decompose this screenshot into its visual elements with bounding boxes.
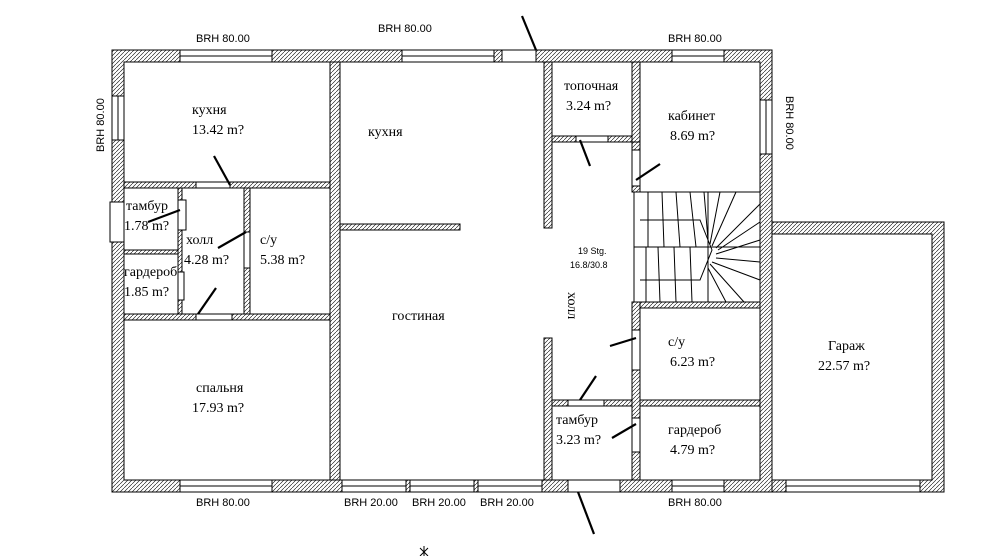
room-area: 1.85 m? [124, 285, 169, 300]
room-area: 4.79 m? [670, 443, 715, 458]
window-label-bottom-left: BRH 80.00 [196, 497, 250, 509]
room-labels: кухня 13.42 m? кухня топочная 3.24 m? ка… [124, 79, 870, 458]
room-area: 3.23 m? [556, 433, 601, 448]
room-area: 1.78 m? [124, 219, 169, 234]
room-name: кухня [368, 125, 403, 140]
room-name: топочная [564, 79, 619, 94]
north-arrow-icon [419, 546, 429, 556]
room-area: 8.69 m? [670, 129, 715, 144]
window-label-top-center: BRH 80.00 [378, 23, 432, 35]
room-area: 3.24 m? [566, 99, 611, 114]
window-label-bottom-3: BRH 20.00 [480, 497, 534, 509]
window-label-bottom-1: BRH 20.00 [344, 497, 398, 509]
exterior-walls [111, 49, 945, 493]
stair-labels: 19 Stg. 16.8/30.8 [570, 246, 608, 270]
room-name: с/у [260, 233, 277, 248]
window-label-bottom-right: BRH 80.00 [668, 497, 722, 509]
window-label-right: BRH 80.00 [783, 96, 795, 150]
room-area: 17.93 m? [192, 401, 244, 416]
window-label-top-right: BRH 80.00 [668, 33, 722, 45]
room-name: тамбур [126, 199, 168, 214]
room-name: гардероб [124, 265, 177, 280]
room-area: 4.28 m? [184, 253, 229, 268]
room-name: кухня [192, 103, 227, 118]
room-area: 22.57 m? [818, 359, 870, 374]
stair-steps: 19 Stg. [578, 246, 607, 256]
room-name: кабинет [668, 109, 715, 124]
room-name: холл [186, 233, 213, 248]
windows [109, 49, 921, 493]
room-area: 13.42 m? [192, 123, 244, 138]
window-labels: BRH 80.00 BRH 80.00 BRH 80.00 BRH 80.00 … [95, 23, 795, 509]
room-name: холл [564, 292, 579, 319]
room-name: гостиная [392, 309, 445, 324]
window-label-bottom-2: BRH 20.00 [412, 497, 466, 509]
room-name: спальня [196, 381, 244, 396]
room-area: 5.38 m? [260, 253, 305, 268]
room-name: тамбур [556, 413, 598, 428]
interior-walls [123, 61, 761, 481]
room-name: Гараж [828, 339, 865, 354]
window-label-top-left: BRH 80.00 [196, 33, 250, 45]
room-area: 6.23 m? [670, 355, 715, 370]
stair-dims: 16.8/30.8 [570, 260, 608, 270]
room-name: с/у [668, 335, 685, 350]
doors [147, 15, 661, 535]
room-name: гардероб [668, 423, 721, 438]
staircase [634, 191, 761, 303]
window-label-left: BRH 80.00 [95, 98, 107, 152]
